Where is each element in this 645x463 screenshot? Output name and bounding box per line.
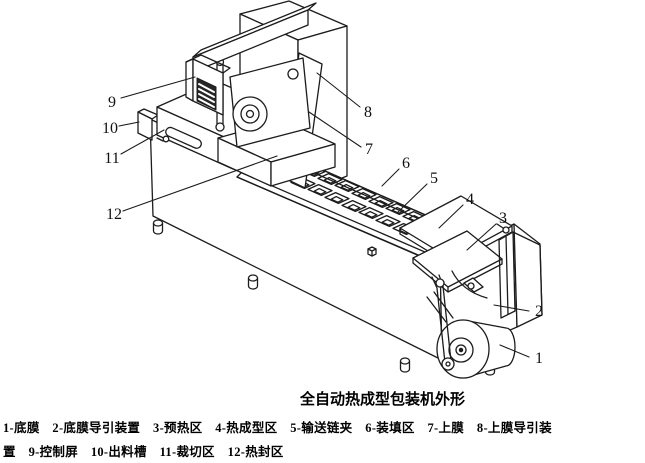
control-panel [185,54,231,116]
machine-diagram: 1 2 3 4 5 6 7 8 9 10 11 12 [102,0,543,379]
machine-drawing: 1 2 3 4 5 6 7 8 9 10 11 12 [102,0,543,379]
callout-12: 12 [106,206,122,223]
legend-line-1: 1-底膜 2-底膜导引装置 3-预热区 4-热成型区 5-输送链夹 6-装填区 … [3,421,552,435]
discharge-slot [165,126,202,149]
leader-10 [118,121,140,127]
callout-10: 10 [102,120,118,137]
leader-7 [308,111,362,148]
leader-3 [466,223,497,251]
leader-11 [120,129,165,155]
callout-5: 5 [430,170,438,187]
leader-5 [396,183,428,214]
legend-line-2: 置 9-控制屏 10-出料槽 11-裁切区 12-热封区 [3,445,284,459]
callout-4: 4 [466,191,474,208]
leader-12 [122,155,278,212]
film-web-lines [426,291,454,323]
leader-6 [381,168,400,187]
figure-title: 全自动热成型包装机外形 [300,391,466,408]
bottom-film-roll [426,291,516,379]
callout-7: 7 [365,141,373,158]
leader-9 [120,76,196,99]
callout-6: 6 [402,155,410,172]
callout-9: 9 [108,94,116,111]
leader-4 [438,204,464,229]
film-guide-frame [451,223,543,319]
callout-3: 3 [499,210,507,227]
discharge-chute [137,108,159,141]
callout-8: 8 [364,104,372,121]
leader-1 [499,344,530,358]
guide-lever [431,274,455,371]
callout-2: 2 [535,303,543,320]
leader-8 [316,72,361,108]
leader-2 [493,304,530,312]
callout-1: 1 [535,350,543,367]
leader-lines [118,72,530,358]
callout-numbers: 1 2 3 4 5 6 7 8 9 10 11 12 [102,94,543,367]
press-mechanism [215,57,311,148]
callout-11: 11 [104,150,119,167]
